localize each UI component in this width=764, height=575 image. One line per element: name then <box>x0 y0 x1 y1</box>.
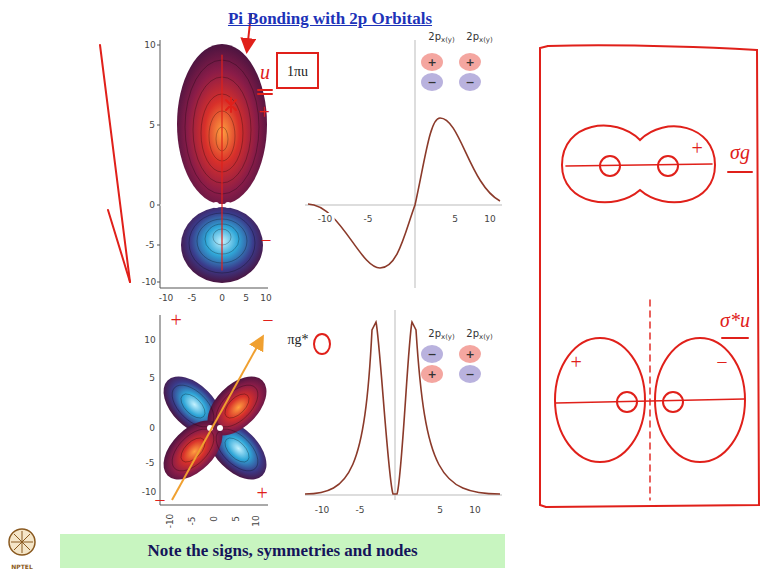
axis-tick: -5 <box>354 504 367 516</box>
axis-tick: -10 <box>313 504 332 516</box>
lobe-sign: + <box>427 368 436 381</box>
logo-text: NPTEL <box>11 563 32 570</box>
lobe-sign: + <box>427 56 436 69</box>
handwritten-marks <box>314 334 330 354</box>
orbital-symbol: πg* <box>287 332 308 348</box>
axis-tick: 10 <box>144 40 155 50</box>
handwritten-sketch <box>540 45 759 507</box>
axis-tick: -10 <box>316 213 335 225</box>
handwritten-note: + <box>690 137 704 160</box>
orbital-subscript: x(y) <box>441 333 455 341</box>
axis-tick: -5 <box>146 240 155 250</box>
axis-tick: 5 <box>450 213 460 225</box>
axis-tick: -10 <box>142 277 157 287</box>
p-orbital-icons <box>421 53 481 91</box>
slide-title: Pi Bonding with 2p Orbitals <box>228 9 432 29</box>
axis-tick: 10 <box>251 515 261 526</box>
note-banner: Note the signs, symmetries and nodes <box>60 534 505 568</box>
axis-tick: -5 <box>362 213 375 225</box>
axis-tick: 10 <box>482 213 497 225</box>
orbital-label: 2p <box>428 328 441 339</box>
lobe-sign: − <box>465 368 474 381</box>
axis-tick: -10 <box>159 293 174 303</box>
lobe-sign: − <box>427 348 436 361</box>
axis-tick: 0 <box>149 200 155 210</box>
radial-graph <box>305 310 502 500</box>
logo-emblem <box>9 529 35 555</box>
handwritten-note: σg <box>730 141 750 164</box>
node-text: Note the signs, symmetries and nodes <box>147 541 417 561</box>
handwritten-note: σ*u <box>720 309 750 332</box>
orbital-label: 2p <box>428 31 441 42</box>
axis-tick: 5 <box>231 516 241 522</box>
orbital-label: 2p <box>466 31 479 42</box>
axis-tick: 0 <box>209 516 219 522</box>
axis-tick: 10 <box>260 293 271 303</box>
axis-tick: 5 <box>149 373 155 383</box>
handwritten-note: + <box>569 351 583 374</box>
orbital-subscript: x(y) <box>479 36 493 44</box>
axis-tick: 10 <box>467 504 482 516</box>
orbital-subscript: x(y) <box>479 333 493 341</box>
contour-plot <box>153 315 278 505</box>
axis-tick: 0 <box>219 293 225 303</box>
axis-tick: 10 <box>144 335 155 345</box>
radial-graph <box>305 40 502 288</box>
handwritten-note: + <box>257 101 271 124</box>
axis-tick: 5 <box>243 293 249 303</box>
handwritten-note: − <box>261 309 275 332</box>
handwritten-note: + <box>255 482 269 505</box>
axis-tick: -5 <box>146 458 155 468</box>
lobe-sign: − <box>427 76 436 89</box>
axis-tick: -5 <box>187 517 197 526</box>
contour-plot <box>157 40 268 288</box>
handwritten-box: 1πu <box>276 52 319 89</box>
node-text: 1πu <box>287 64 308 79</box>
p-orbital-icons <box>421 345 481 383</box>
lobe-sign: + <box>465 56 474 69</box>
lobe-sign: − <box>465 76 474 89</box>
axis-tick: -5 <box>188 293 197 303</box>
orbital-subscript: x(y) <box>441 36 455 44</box>
handwritten-note: + <box>169 309 183 332</box>
lobe-sign: + <box>465 348 474 361</box>
handwritten-note: u <box>260 61 270 84</box>
axis-tick: 0 <box>149 423 155 433</box>
handwritten-marks <box>100 14 272 282</box>
axis-tick: -10 <box>165 514 175 529</box>
handwritten-note: − <box>715 351 729 374</box>
handwritten-note: − <box>153 489 167 512</box>
handwritten-note: − <box>259 229 273 252</box>
orbital-label: 2p <box>466 328 479 339</box>
axis-tick: 5 <box>435 504 445 516</box>
axis-tick: 5 <box>149 120 155 130</box>
